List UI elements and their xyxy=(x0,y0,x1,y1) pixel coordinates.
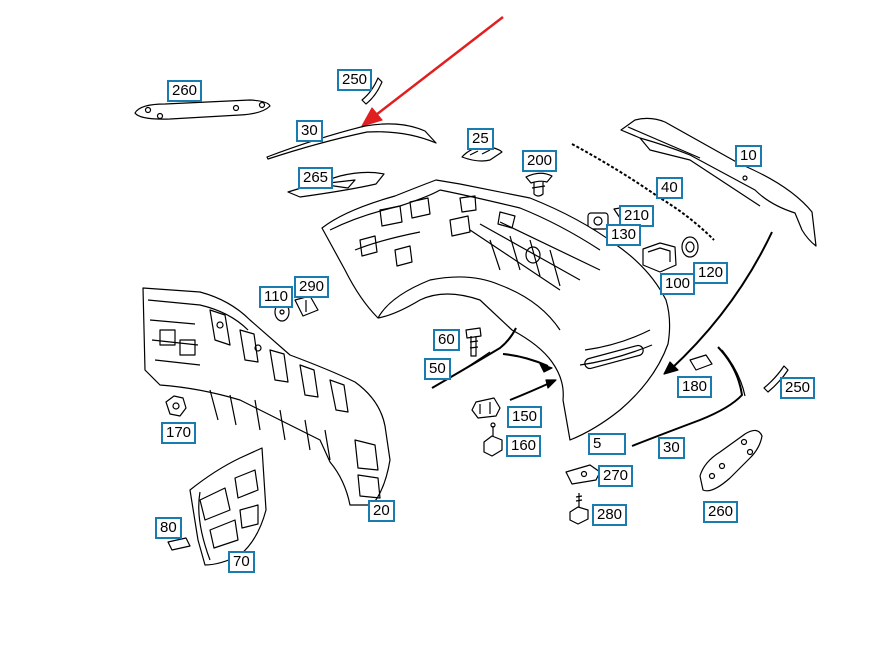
callout-60[interactable]: 60 xyxy=(433,329,460,351)
callout-210[interactable]: 210 xyxy=(619,205,655,227)
parking-sensor-100 xyxy=(642,242,677,273)
callout-270[interactable]: 270 xyxy=(598,465,634,487)
trim-strip-50 xyxy=(431,327,517,389)
callout-40[interactable]: 40 xyxy=(656,177,683,199)
callout-150[interactable]: 150 xyxy=(507,406,543,428)
callout-280[interactable]: 280 xyxy=(592,504,628,526)
grommet-120 xyxy=(681,236,699,258)
callout-100[interactable]: 100 xyxy=(660,273,696,295)
impact-bracket-20 xyxy=(142,287,391,506)
callout-110[interactable]: 110 xyxy=(259,286,293,308)
bracket-270 xyxy=(565,464,601,485)
chrome-strip-bottom-30 xyxy=(631,346,746,447)
lower-panel-70 xyxy=(189,447,267,566)
clip-150 xyxy=(471,397,501,419)
callout-290[interactable]: 290 xyxy=(294,276,330,298)
callout-260-top[interactable]: 260 xyxy=(167,80,203,102)
callout-50[interactable]: 50 xyxy=(424,358,451,380)
callout-25[interactable]: 25 xyxy=(467,128,494,150)
bumper-cover-5 xyxy=(321,179,671,441)
callout-260-bottom[interactable]: 260 xyxy=(703,501,739,523)
callout-200[interactable]: 200 xyxy=(522,150,558,172)
red-indicator-arrow xyxy=(361,16,504,127)
block-180 xyxy=(689,354,713,371)
moulding-end-clip-250-right xyxy=(763,365,789,393)
callout-130[interactable]: 130 xyxy=(606,224,642,246)
trim-plate-bottom-260 xyxy=(699,429,763,492)
callout-180[interactable]: 180 xyxy=(677,376,713,398)
callout-250-right[interactable]: 250 xyxy=(780,377,816,399)
callout-265[interactable]: 265 xyxy=(298,167,334,189)
screw-160 xyxy=(483,422,503,457)
callout-170[interactable]: 170 xyxy=(161,422,197,444)
bracket-bolt-290 xyxy=(294,295,319,317)
clip-200 xyxy=(525,172,553,197)
callout-20[interactable]: 20 xyxy=(368,500,395,522)
callout-10[interactable]: 10 xyxy=(735,145,762,167)
callout-5[interactable]: 5 xyxy=(588,433,626,455)
callout-160[interactable]: 160 xyxy=(506,435,542,457)
nut-170 xyxy=(165,395,187,417)
cover-panel-265 xyxy=(287,171,385,198)
callout-70[interactable]: 70 xyxy=(228,551,255,573)
callout-30-bottom[interactable]: 30 xyxy=(658,437,685,459)
bolt-280 xyxy=(569,493,589,525)
clip-80 xyxy=(167,537,191,551)
moulding-end-clip-250-top xyxy=(361,77,383,105)
spoiler-10 xyxy=(620,117,817,247)
screw-60 xyxy=(465,327,482,357)
callout-30-top[interactable]: 30 xyxy=(296,120,323,142)
callout-250-top[interactable]: 250 xyxy=(337,69,373,91)
trim-plate-top-260 xyxy=(134,99,271,120)
assembly-arrows xyxy=(502,231,773,401)
callout-120[interactable]: 120 xyxy=(693,262,729,284)
chrome-strip-top-30 xyxy=(266,123,437,160)
callout-80[interactable]: 80 xyxy=(155,517,182,539)
